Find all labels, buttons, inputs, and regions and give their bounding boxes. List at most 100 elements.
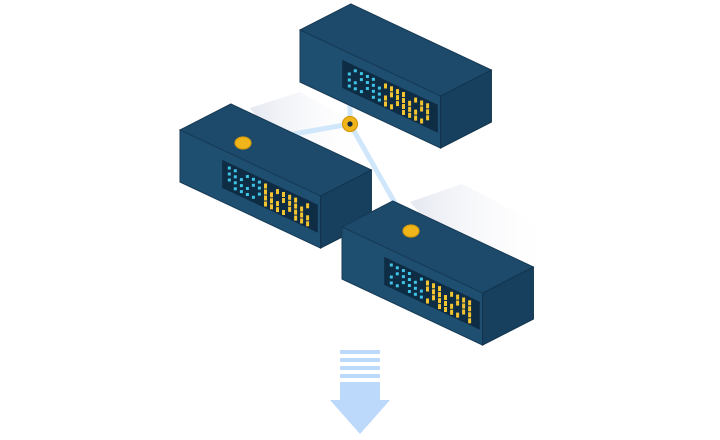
server-led <box>251 195 255 199</box>
server-led <box>450 291 454 297</box>
server-led <box>371 95 375 99</box>
server-led <box>300 212 304 218</box>
server-led <box>384 83 387 89</box>
server-led <box>257 192 261 196</box>
server-led <box>396 95 399 101</box>
server-led <box>402 92 405 97</box>
server-led <box>462 303 466 309</box>
server-led <box>227 178 231 182</box>
server-bottom <box>340 200 535 346</box>
junction-core <box>347 121 353 127</box>
server-led <box>426 103 430 109</box>
server-led <box>420 106 424 112</box>
server-led <box>390 92 393 98</box>
server-led <box>414 97 418 103</box>
server-led <box>347 78 351 82</box>
server-led <box>414 115 418 121</box>
server-led <box>420 100 424 106</box>
server-led <box>432 283 435 289</box>
server-led <box>282 198 285 203</box>
server-led <box>444 301 447 306</box>
server-led <box>389 263 393 267</box>
server-led <box>450 309 454 315</box>
server-led <box>395 284 399 288</box>
server-led <box>438 292 441 298</box>
server-led <box>413 286 417 290</box>
server-led <box>245 175 249 178</box>
server-led <box>462 309 466 315</box>
server-panel <box>342 59 438 133</box>
server-led <box>365 87 369 90</box>
server-led <box>407 290 411 293</box>
server-led <box>407 278 411 281</box>
server-led <box>419 295 423 299</box>
server-led <box>407 272 411 275</box>
server-led <box>407 284 411 287</box>
server-led <box>371 89 375 93</box>
server-led <box>276 207 279 213</box>
server-led <box>401 281 405 285</box>
server-led <box>413 280 417 284</box>
server-led <box>359 78 363 82</box>
server-led <box>468 318 472 324</box>
server-led <box>390 104 393 110</box>
server-led <box>294 197 298 203</box>
server-led <box>282 192 285 197</box>
server-led <box>419 289 423 293</box>
server-led <box>359 72 363 76</box>
server-led <box>288 200 292 206</box>
server-led <box>401 269 405 273</box>
server-led <box>371 77 375 81</box>
connector-bottom <box>402 224 420 238</box>
server-led <box>456 294 460 300</box>
server-led <box>353 81 357 85</box>
server-led <box>468 306 472 312</box>
server-led <box>264 201 267 207</box>
server-led <box>468 300 472 306</box>
server-led <box>432 289 435 295</box>
server-led <box>419 277 423 281</box>
server-led <box>257 180 261 184</box>
connector-left <box>234 136 252 150</box>
server-led <box>426 115 430 121</box>
server-led <box>239 178 243 182</box>
arrow-bar <box>340 350 380 354</box>
server-led <box>395 266 399 270</box>
server-led <box>306 221 310 227</box>
server-led <box>444 307 447 312</box>
server-led <box>377 86 381 90</box>
server-left <box>178 103 373 249</box>
server-led <box>408 100 412 106</box>
server-led <box>402 110 405 115</box>
server-led <box>468 312 472 318</box>
server-led <box>438 286 441 292</box>
arrow-bar <box>340 366 380 370</box>
server-led <box>401 275 405 279</box>
server-led <box>377 98 381 102</box>
server-led <box>414 109 418 115</box>
server-led <box>306 215 310 221</box>
server-led <box>413 292 417 296</box>
server-led <box>300 218 304 224</box>
server-led <box>233 187 237 191</box>
server-led <box>426 280 429 286</box>
server-led <box>257 186 261 190</box>
server-led <box>294 203 298 209</box>
server-led <box>245 187 249 190</box>
server-led <box>426 298 429 304</box>
server-led <box>276 189 279 195</box>
server-led <box>288 206 292 212</box>
server-led <box>426 109 430 115</box>
server-led <box>233 175 237 179</box>
server-led <box>239 184 243 188</box>
server-led <box>251 183 255 187</box>
server-led <box>306 203 310 209</box>
server-led <box>294 209 298 215</box>
server-side-face <box>482 266 534 346</box>
server-led <box>227 172 231 176</box>
server-led <box>395 272 399 276</box>
server-led <box>233 169 237 173</box>
server-led <box>402 98 405 103</box>
server-panel <box>222 159 318 233</box>
